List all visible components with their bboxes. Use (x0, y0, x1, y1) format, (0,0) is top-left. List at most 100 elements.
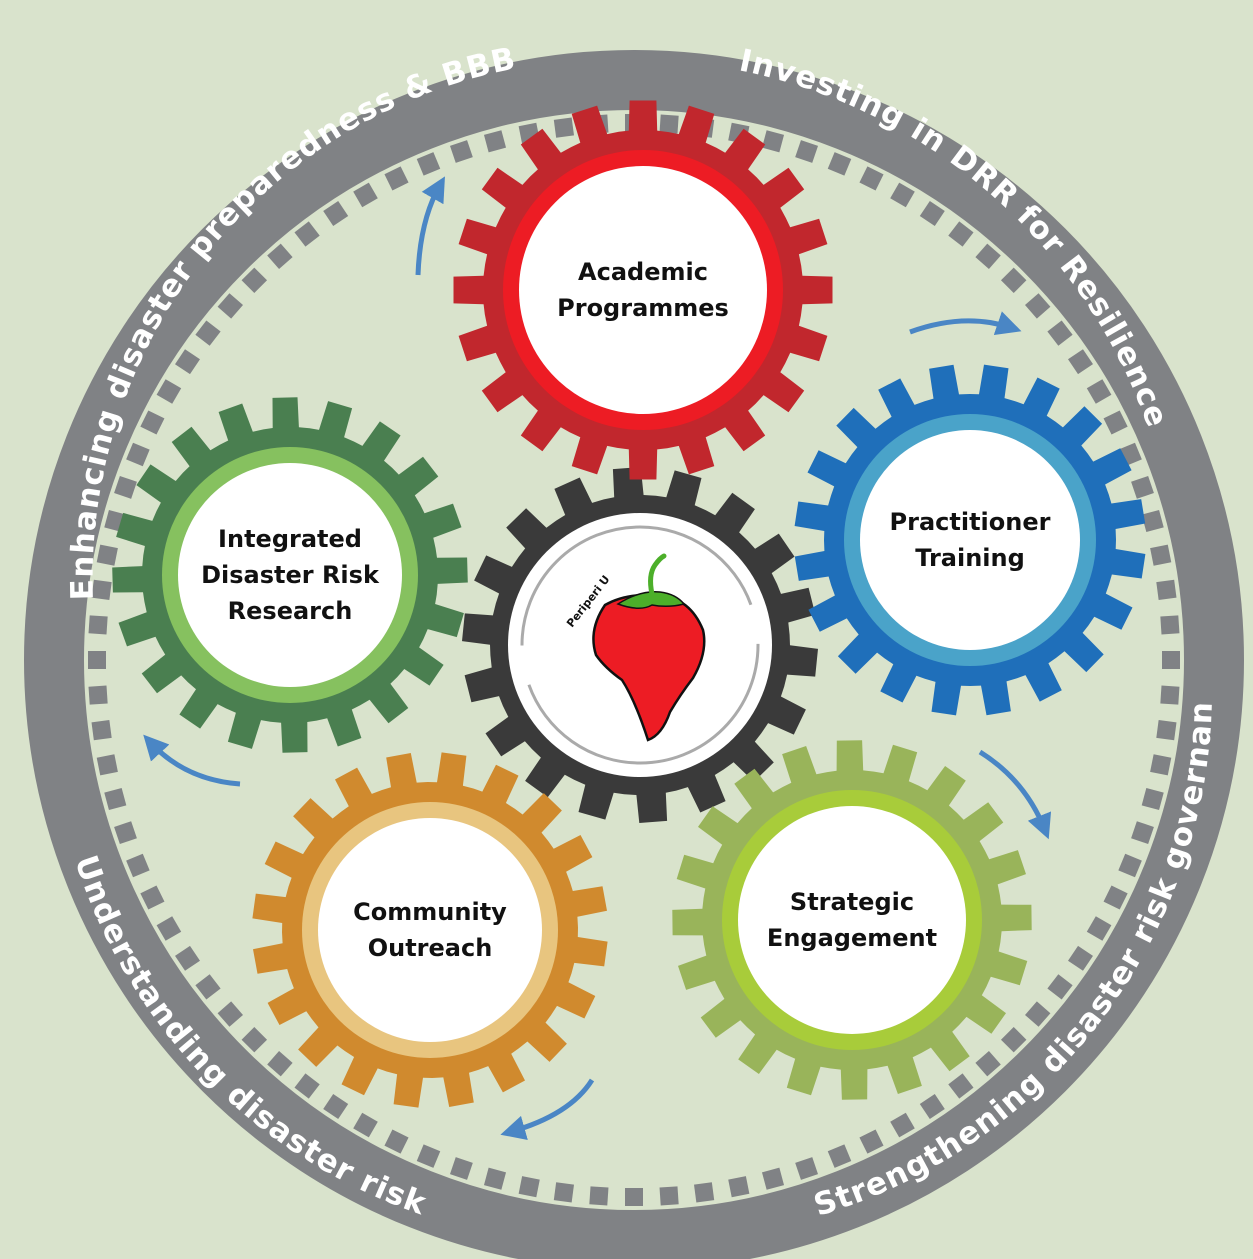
ring-tooth (140, 885, 165, 910)
ring-tooth (1047, 974, 1073, 1000)
ring-tooth (241, 1026, 268, 1053)
ring-tooth (948, 221, 974, 247)
ring-tooth (659, 1186, 679, 1206)
ring-tooth (948, 1073, 974, 1099)
ring-tooth (1162, 651, 1180, 669)
ring-tooth (384, 166, 409, 191)
ring-tooth (827, 152, 852, 176)
ring-tooth (88, 615, 108, 635)
ring-tooth (859, 1129, 884, 1154)
ring-tooth (1118, 853, 1142, 878)
gear-practitioner-face (860, 430, 1080, 650)
center-gear: Periperi U (462, 467, 818, 823)
pepper-stem-icon (648, 553, 667, 597)
ring-tooth (761, 1167, 785, 1190)
ring-tooth (1141, 787, 1164, 811)
ring-tooth (88, 651, 106, 669)
ring-tooth (1025, 1001, 1051, 1027)
ring-tooth (1150, 544, 1172, 566)
ring-tooth (156, 379, 182, 404)
gear-research-label: Research (228, 597, 353, 625)
ring-tooth (890, 1112, 915, 1138)
cycle-arrows (143, 176, 1052, 1140)
arrow-strategic-to-community-icon (500, 1078, 595, 1140)
ring-tooth (1103, 410, 1128, 435)
ring-tooth (96, 754, 118, 776)
gear-academic-face (519, 166, 767, 414)
gear-strategic-label: Strategic (790, 888, 914, 916)
ring-tooth (1068, 349, 1093, 375)
ring-tooth (294, 1073, 320, 1099)
gear-research-label: Integrated (218, 525, 362, 553)
ring-tooth (267, 243, 293, 269)
gear-community-label: Community (353, 898, 507, 926)
ring-tooth (1160, 615, 1180, 635)
ring-tooth (1141, 509, 1164, 533)
ring-tooth (1150, 754, 1172, 776)
ring-tooth (449, 140, 473, 163)
ring-tooth (761, 130, 785, 153)
ring-tooth (919, 201, 945, 226)
gear-strategic-label: Engagement (767, 924, 937, 952)
ring-tooth (659, 114, 679, 134)
ring-tooth (975, 1051, 1001, 1077)
ring-tooth (156, 916, 182, 941)
ring-tooth (91, 720, 112, 741)
ring-tooth (919, 1094, 945, 1119)
ring-tooth (175, 349, 200, 375)
ring-tooth (323, 1094, 349, 1119)
ring-tooth (553, 1182, 574, 1203)
ring-tooth (483, 130, 507, 153)
ring-tooth (353, 1112, 378, 1138)
ring-tooth (241, 267, 268, 294)
ring-tooth (217, 293, 243, 319)
gear-academic-label: Academic (578, 258, 708, 286)
ring-tooth (1047, 320, 1073, 346)
ring-tooth (1156, 720, 1177, 741)
gear-research-label: Disaster Risk (201, 561, 380, 589)
ring-tooth (859, 166, 884, 191)
gear-community-label: Outreach (368, 934, 493, 962)
ring-tooth (795, 140, 819, 163)
arrow-practitioner-to-strategic-icon (978, 749, 1052, 840)
gear-strategic-face (738, 806, 966, 1034)
ring-tooth (416, 1144, 441, 1168)
gear-community-face (318, 818, 542, 1042)
gear-research-face (178, 463, 402, 687)
ring-tooth (1000, 267, 1027, 294)
pepper-leaf-icon (616, 591, 686, 609)
ring-tooth (890, 182, 915, 208)
ring-tooth (140, 410, 165, 435)
ring-tooth (1103, 885, 1128, 910)
ring-tooth (1086, 379, 1112, 404)
ring-tooth (217, 1001, 243, 1027)
ring-tooth (1131, 475, 1154, 499)
ring-tooth (975, 243, 1001, 270)
arrow-research-to-academic-icon (415, 176, 445, 276)
ring-tooth (1131, 821, 1154, 845)
ring-tooth (267, 1051, 293, 1077)
ring-tooth (553, 117, 574, 138)
ring-tooth (91, 579, 112, 600)
ring-tooth (88, 685, 108, 705)
ring-tooth (625, 1188, 643, 1206)
ring-tooth (126, 853, 150, 878)
arrow-academic-to-practitioner-icon (909, 311, 1022, 336)
ring-tooth (1000, 1026, 1027, 1053)
ring-tooth (589, 1186, 609, 1206)
ring-tooth (827, 1144, 852, 1168)
ring-tooth (175, 945, 200, 971)
ring-tooth (96, 544, 118, 566)
ring-tooth (1025, 293, 1051, 319)
ring-tooth (483, 1167, 507, 1190)
ring-tooth (195, 320, 221, 346)
ring-tooth (384, 1129, 409, 1154)
ring-tooth (1156, 579, 1177, 600)
ring-tooth (294, 221, 320, 247)
